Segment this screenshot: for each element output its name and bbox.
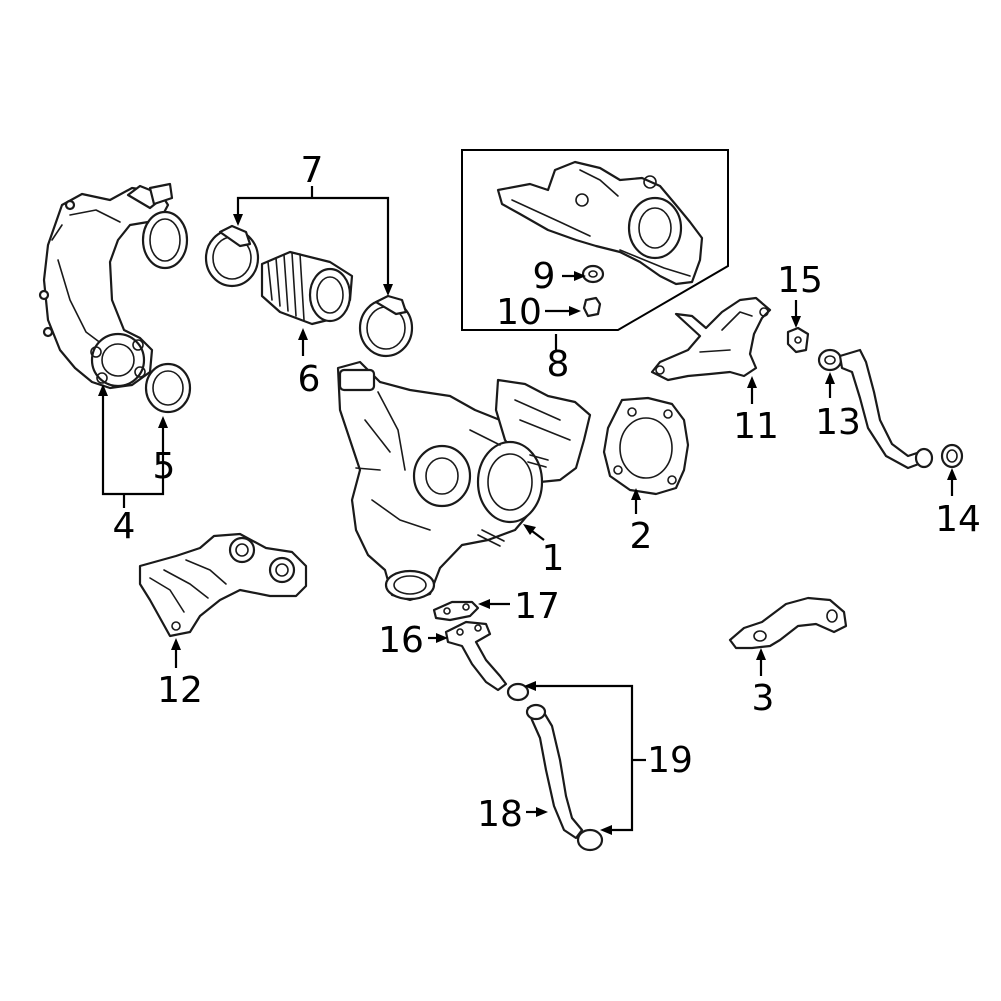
arrowhead-14 bbox=[947, 468, 957, 480]
part-6-hose bbox=[260, 250, 354, 326]
part-3-bracket bbox=[728, 596, 848, 650]
arrowhead-13 bbox=[825, 372, 835, 384]
part-19-hose-clamps bbox=[506, 682, 604, 852]
callout-7: 7 bbox=[301, 150, 324, 191]
part-9-nut bbox=[581, 264, 605, 284]
callout-17: 17 bbox=[514, 586, 560, 627]
callout-11: 11 bbox=[733, 406, 779, 447]
leader-19 bbox=[530, 684, 634, 832]
callout-1: 1 bbox=[542, 538, 565, 579]
part-10-stud bbox=[582, 296, 602, 318]
callout-12: 12 bbox=[157, 670, 203, 711]
part-15-fitting bbox=[786, 326, 810, 354]
callout-6: 6 bbox=[298, 359, 321, 400]
arrowhead-4b bbox=[158, 416, 168, 428]
callout-labels: 1 2 3 4 5 6 7 8 9 10 11 12 13 14 15 16 1… bbox=[113, 150, 981, 835]
part-14-washer bbox=[940, 443, 964, 469]
part-13-oil-line bbox=[817, 348, 934, 470]
callout-10: 10 bbox=[496, 292, 542, 333]
arrowhead-9 bbox=[574, 271, 586, 281]
arrowhead-16 bbox=[436, 633, 448, 643]
arrowhead-4a bbox=[98, 384, 108, 396]
callout-16: 16 bbox=[378, 620, 424, 661]
callout-14: 14 bbox=[935, 499, 981, 540]
part-16-drain-pipe bbox=[444, 620, 508, 692]
callout-15: 15 bbox=[777, 260, 823, 301]
callout-8: 8 bbox=[547, 344, 570, 385]
callout-13: 13 bbox=[815, 402, 861, 443]
callout-18: 18 bbox=[477, 794, 523, 835]
arrowhead-12 bbox=[171, 638, 181, 650]
callout-3: 3 bbox=[752, 678, 775, 719]
callout-9: 9 bbox=[533, 256, 556, 297]
callout-19: 19 bbox=[647, 740, 693, 781]
part-18-hose bbox=[525, 703, 584, 840]
callout-2: 2 bbox=[630, 516, 653, 557]
arrowhead-19a bbox=[524, 681, 536, 691]
arrowhead-15 bbox=[791, 316, 801, 328]
arrowhead-10 bbox=[569, 306, 581, 316]
arrowhead-6 bbox=[298, 328, 308, 340]
part-4-intake-pipe bbox=[38, 182, 189, 390]
part-17-gasket bbox=[432, 600, 480, 622]
arrowhead-3 bbox=[756, 648, 766, 660]
arrowhead-7b bbox=[383, 284, 393, 296]
part-5-gasket-ring bbox=[144, 362, 192, 414]
part-12-heat-shield bbox=[138, 532, 308, 638]
callout-5: 5 bbox=[153, 446, 176, 487]
arrowhead-11 bbox=[747, 376, 757, 388]
callout-4: 4 bbox=[113, 506, 136, 547]
leader-4 bbox=[101, 390, 165, 496]
arrowhead-19b bbox=[600, 825, 612, 835]
arrowhead-17 bbox=[478, 599, 490, 609]
part-2-gasket bbox=[602, 396, 690, 496]
arrowhead-18 bbox=[536, 807, 548, 817]
part-8-kit-box bbox=[461, 149, 729, 331]
arrowhead-1 bbox=[523, 524, 536, 535]
part-1-turbocharger bbox=[336, 360, 592, 602]
arrowhead-7a bbox=[233, 214, 243, 226]
arrowhead-2 bbox=[631, 488, 641, 500]
part-7-hose-clamps bbox=[204, 224, 414, 358]
leader-lines bbox=[98, 186, 957, 835]
part-11-bracket bbox=[650, 296, 772, 382]
